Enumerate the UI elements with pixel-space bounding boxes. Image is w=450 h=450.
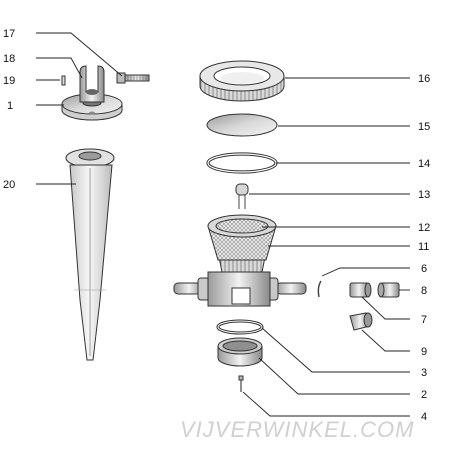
- disc-part-15: [206, 113, 278, 137]
- fork-bracket-part-18: [79, 65, 105, 103]
- nozzle-part-8: [377, 282, 400, 298]
- callout-labels: 17 18 19 1 20 16 15 14 13 12 11 6 8 7 9 …: [3, 28, 430, 423]
- sprinkler-body: [173, 214, 307, 307]
- callout-1: 1: [7, 100, 13, 112]
- o-ring-part-14: [206, 152, 278, 174]
- callout-8: 8: [421, 285, 427, 297]
- callout-18: 18: [3, 53, 15, 65]
- callout-9: 9: [421, 346, 427, 358]
- callout-15: 15: [418, 121, 430, 133]
- nozzle-part-7: [349, 282, 372, 298]
- callout-20: 20: [3, 179, 15, 191]
- pin-part-19: [61, 75, 66, 86]
- pin-part-6: [317, 280, 322, 298]
- right-pipe: [275, 282, 307, 295]
- callout-4: 4: [421, 411, 427, 423]
- callout-3: 3: [421, 367, 427, 379]
- callout-2: 2: [421, 389, 427, 401]
- callout-13: 13: [418, 189, 430, 201]
- callout-11: 11: [418, 241, 429, 253]
- callout-14: 14: [418, 158, 430, 170]
- bulb-part-13: [235, 183, 249, 209]
- o-ring-part-3: [216, 319, 264, 335]
- callout-12: 12: [418, 222, 430, 234]
- cap-ring-part-16: [199, 60, 285, 102]
- callout-6: 6: [421, 263, 427, 275]
- watermark-text: VIJVERWINKEL.COM: [180, 417, 414, 442]
- elbow-nozzle-part-9: [349, 312, 373, 331]
- leader-lines: [36, 32, 410, 417]
- screw-part-4: [238, 375, 244, 392]
- callout-7: 7: [421, 314, 427, 326]
- bolt-part-17: [116, 72, 150, 84]
- sleeve-part-2: [217, 337, 263, 367]
- callout-17: 17: [3, 28, 15, 40]
- callout-16: 16: [418, 73, 430, 85]
- ground-spike-part-20: [65, 148, 115, 361]
- callout-19: 19: [3, 75, 15, 87]
